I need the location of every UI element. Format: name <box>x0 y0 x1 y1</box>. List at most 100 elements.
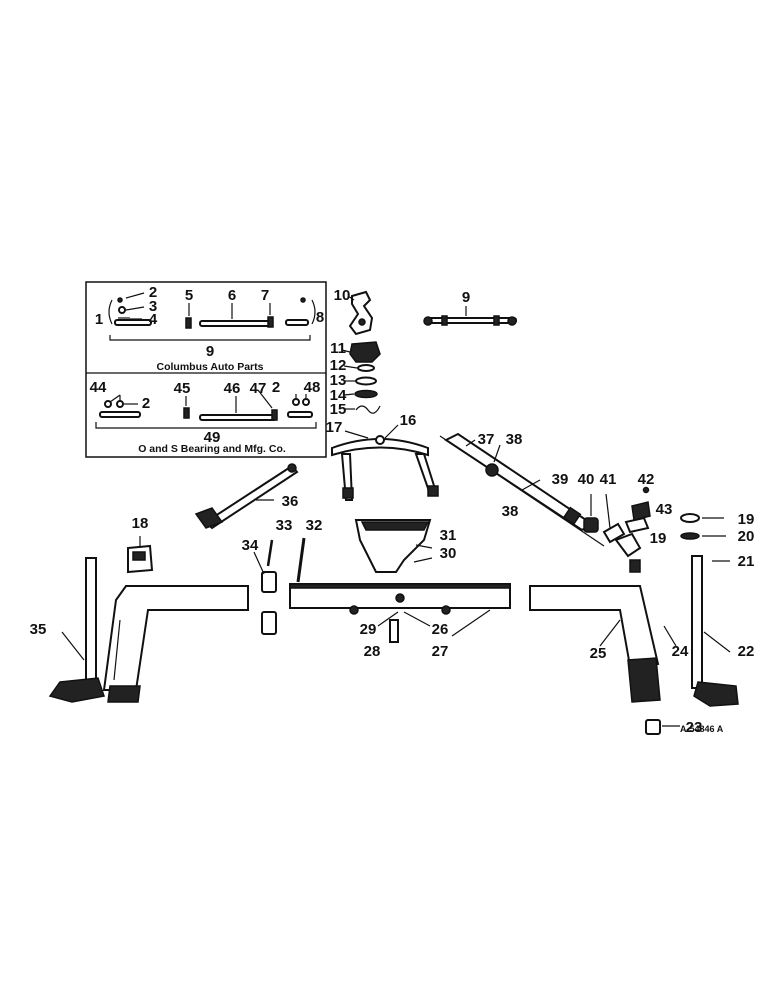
tie-rod-tube-icon <box>199 414 277 421</box>
callout-label: 28 <box>364 643 381 660</box>
callout-label: 39 <box>552 471 569 488</box>
leader-line <box>125 306 145 311</box>
inset-caption-columbus: Columbus Auto Parts <box>157 361 264 373</box>
callout-label: 27 <box>432 643 449 660</box>
callout-label: 41 <box>600 471 617 488</box>
bearing-icon <box>354 389 378 399</box>
inset-caption-oands: O and S Bearing and Mfg. Co. <box>138 443 286 455</box>
leader-line <box>344 430 369 439</box>
leader-line <box>377 611 399 627</box>
right-axle-extension <box>529 585 677 703</box>
supplier-inset <box>85 281 327 458</box>
leader-line <box>521 479 541 491</box>
callout-label: 9 <box>462 289 470 306</box>
tie-rod-icon <box>425 317 517 324</box>
pin-icon <box>296 537 306 583</box>
callout-label: 9 <box>206 343 214 360</box>
tie-rod-end-left-icon <box>114 319 152 326</box>
tie-rod-tube-icon <box>199 320 273 327</box>
leader-line <box>343 393 355 396</box>
bolt-icon <box>266 539 274 567</box>
washer-icon <box>302 398 310 406</box>
leader-line <box>384 424 399 439</box>
axle-extension-icon <box>102 585 249 691</box>
group-bracket <box>95 422 317 429</box>
bolster-bar-icon <box>331 438 429 457</box>
hole-icon <box>441 605 451 615</box>
beam-edge-icon <box>289 583 511 589</box>
callout-label: 46 <box>224 380 241 397</box>
callout-label: 2 <box>149 284 157 301</box>
king-pin-parts <box>253 537 306 635</box>
drag-link <box>439 432 605 547</box>
callout-label: 17 <box>326 419 343 436</box>
drawing-number: A-54846 A <box>680 724 724 734</box>
left-axle-extension <box>102 585 249 703</box>
pivot-bracket-icon <box>354 519 432 573</box>
bolt-icon <box>413 557 433 563</box>
hole-icon <box>349 605 359 615</box>
callout-label: 16 <box>400 412 417 429</box>
callout-label: 30 <box>440 545 457 562</box>
leader-line <box>109 394 121 403</box>
tie-rod-end-left-icon <box>99 411 141 418</box>
leader-line <box>403 611 431 627</box>
callout-label: 7 <box>261 287 269 304</box>
leader-line <box>341 349 351 353</box>
radius-rod <box>194 463 299 530</box>
columbus-tie-rod-set <box>108 297 316 341</box>
leader-line <box>125 292 145 299</box>
drag-link-end-icon <box>485 463 499 477</box>
callout-label: 35 <box>30 621 47 638</box>
callout-label: 26 <box>432 621 449 638</box>
callout-label: 34 <box>242 537 259 554</box>
callout-label: 2 <box>142 395 150 412</box>
brace-left-icon <box>108 299 113 325</box>
callout-label: 31 <box>440 527 457 544</box>
spindle-knuckle-icon <box>48 677 105 703</box>
lock-block-icon <box>631 501 651 521</box>
callout-label: 2 <box>272 379 280 396</box>
right-spindle <box>645 555 739 735</box>
casting-edge <box>113 619 121 681</box>
callout-label: 4 <box>149 311 158 328</box>
rod-end-icon <box>287 463 297 473</box>
callout-label: 47 <box>250 380 267 397</box>
ball-stud-icon <box>300 297 306 303</box>
tie-rod-end-icon <box>507 316 517 326</box>
callout-label: 3 <box>149 298 157 315</box>
callout-label: 19 <box>650 530 667 547</box>
callout-label: 36 <box>282 493 299 510</box>
callout-label: 20 <box>738 528 755 545</box>
spindle-shaft-icon <box>691 555 703 689</box>
callout-label: 32 <box>306 517 323 534</box>
clamp-18 <box>127 536 154 574</box>
callout-label: 11 <box>330 340 346 357</box>
drag-link-socket-icon <box>562 506 582 526</box>
rod-eye-icon <box>194 507 224 529</box>
callout-label: 1 <box>95 311 103 328</box>
leader-line <box>465 439 476 447</box>
steering-lever-icon <box>614 532 642 558</box>
knuckle-hardware <box>583 486 730 573</box>
tie-rod-end-right-icon <box>285 319 309 326</box>
axle-center-beam <box>289 583 511 643</box>
callout-label: 8 <box>316 309 324 326</box>
front-bolster <box>331 424 439 501</box>
leader-line <box>257 389 273 409</box>
tie-rod-end-icon <box>423 316 433 326</box>
callout-label: 25 <box>590 645 607 662</box>
bolt-hole-icon <box>358 318 366 326</box>
grease-fitting-icon <box>642 486 650 494</box>
washer-icon <box>118 306 126 314</box>
steering-arm-parts <box>341 290 381 414</box>
bracket-flange-icon <box>360 521 430 531</box>
clamp-icon <box>183 407 190 419</box>
callout-label: 37 <box>478 431 495 448</box>
ball-stud-icon <box>117 297 123 303</box>
leg-foot-icon <box>427 485 439 497</box>
leader-line <box>415 544 433 549</box>
